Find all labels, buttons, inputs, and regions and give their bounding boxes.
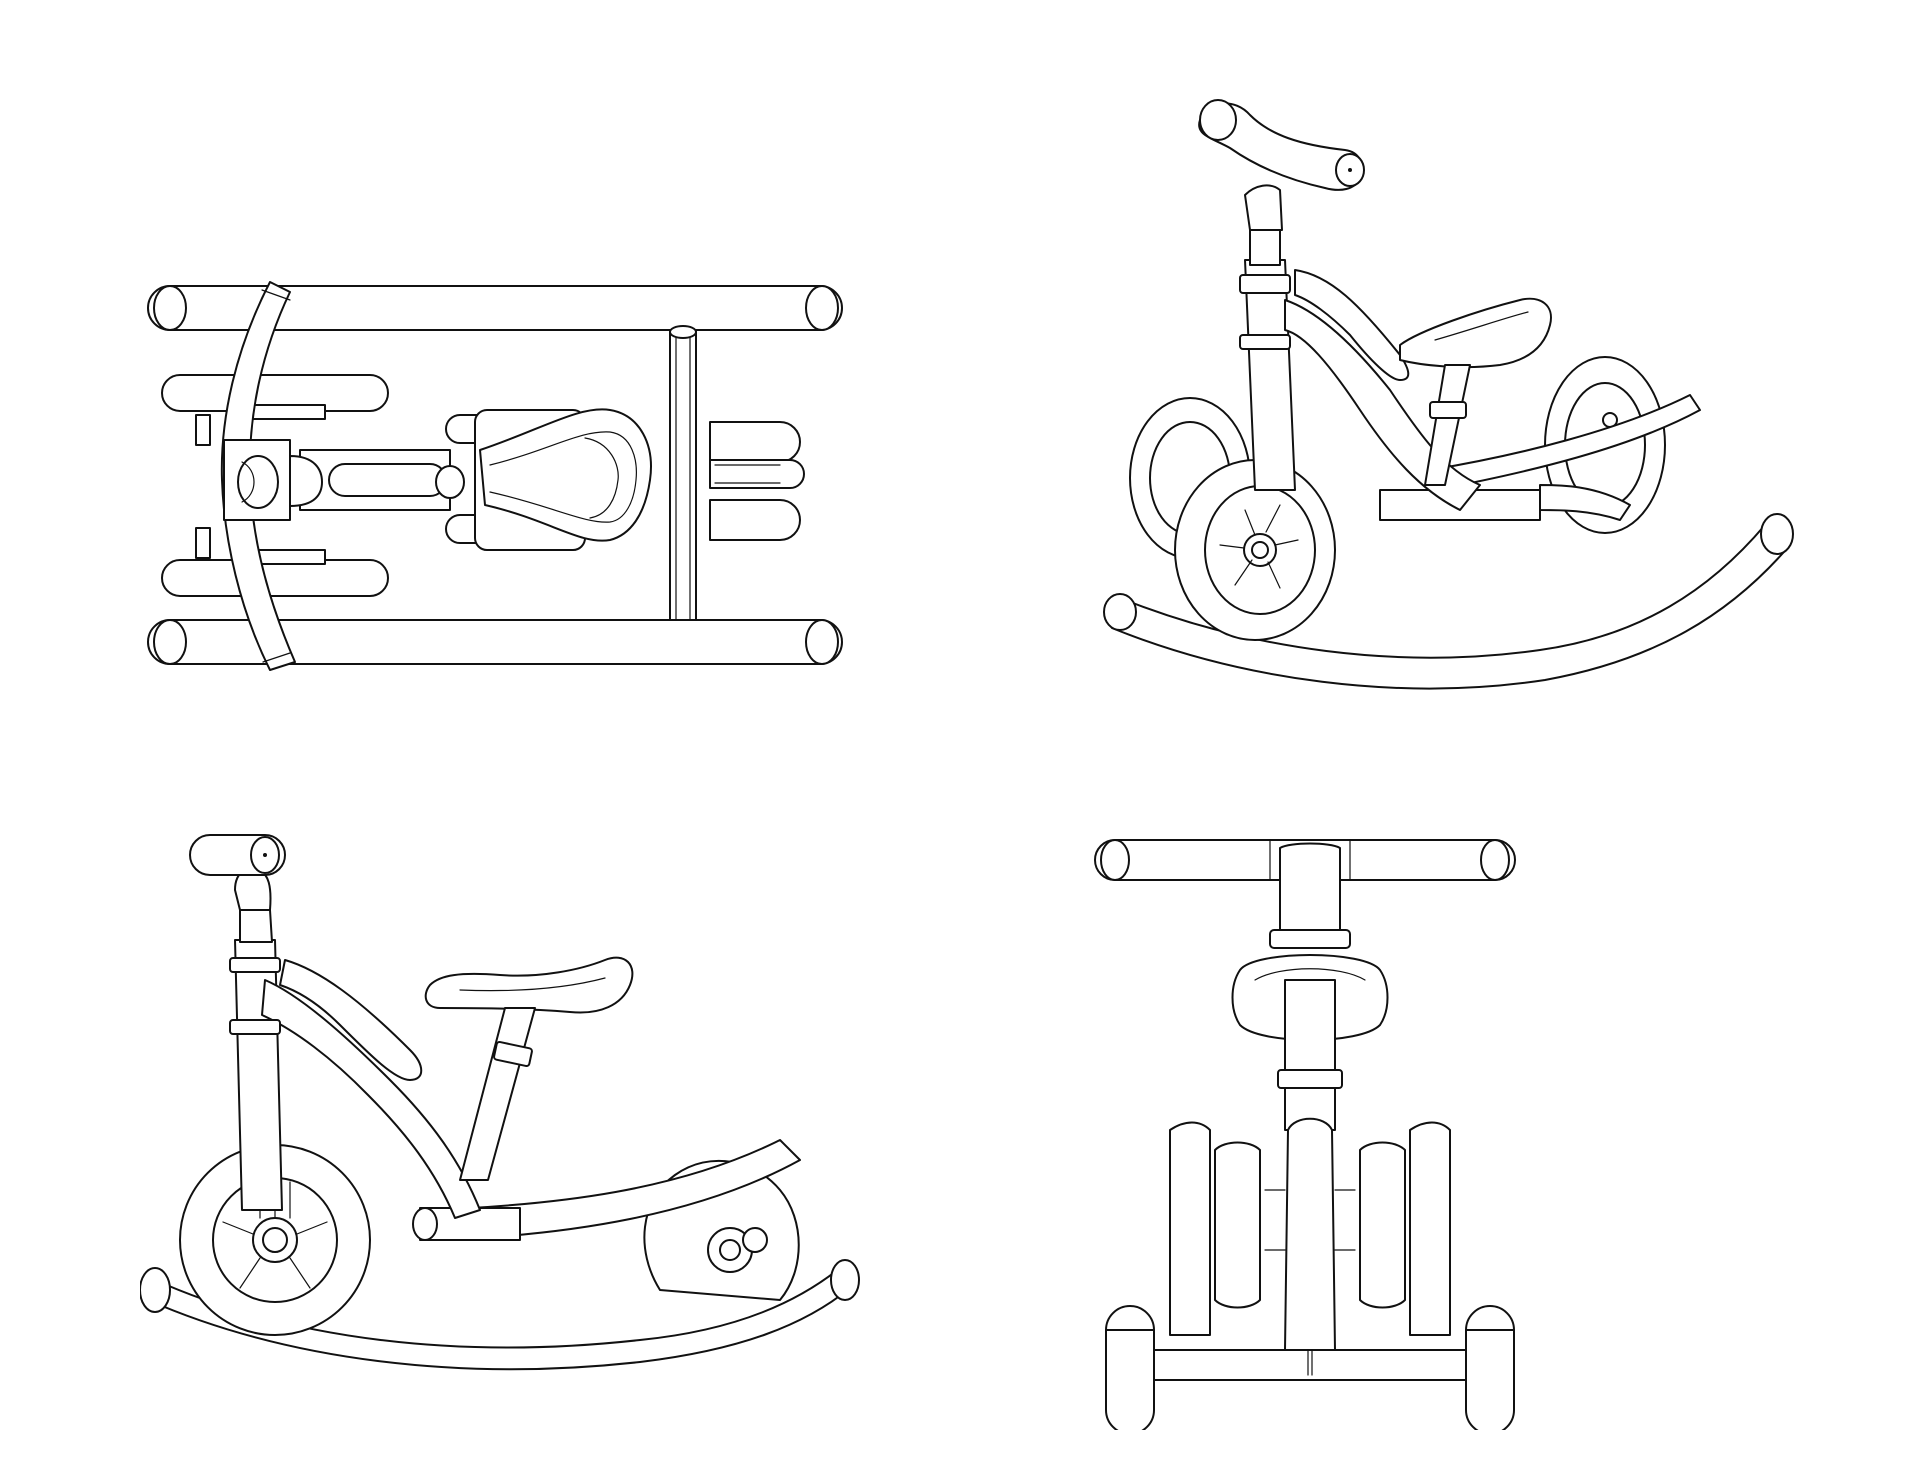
front-view-drawing <box>1090 830 1530 1430</box>
base-bar <box>412 1139 801 1241</box>
side-view-drawing <box>140 830 860 1430</box>
top-view-drawing <box>140 270 860 690</box>
front-view-svg <box>1094 839 1516 1430</box>
wheels <box>1169 1117 1451 1363</box>
handlebar <box>1094 839 1516 931</box>
frame <box>229 939 481 1219</box>
head-tube <box>1231 929 1389 1131</box>
rocker-runner-top <box>147 285 843 331</box>
seat <box>424 956 634 1181</box>
rocker-runner <box>1103 513 1794 690</box>
rocker-runner-bottom <box>147 619 843 665</box>
front-wheel <box>179 1144 371 1336</box>
handlebar-top <box>195 281 323 671</box>
top-view-svg <box>147 281 843 671</box>
cross-bar <box>669 325 697 621</box>
frame-top <box>299 449 451 511</box>
perspective-view-drawing <box>1100 90 1820 690</box>
base-bar <box>1105 1305 1515 1430</box>
seat-top <box>435 408 652 551</box>
rear-wheels <box>709 421 805 541</box>
handlebar <box>1198 99 1365 266</box>
seat <box>1399 297 1552 486</box>
handlebar <box>189 834 286 943</box>
perspective-view-svg <box>1103 99 1794 690</box>
side-view-svg <box>140 834 860 1371</box>
rocker-runner <box>140 1259 860 1371</box>
